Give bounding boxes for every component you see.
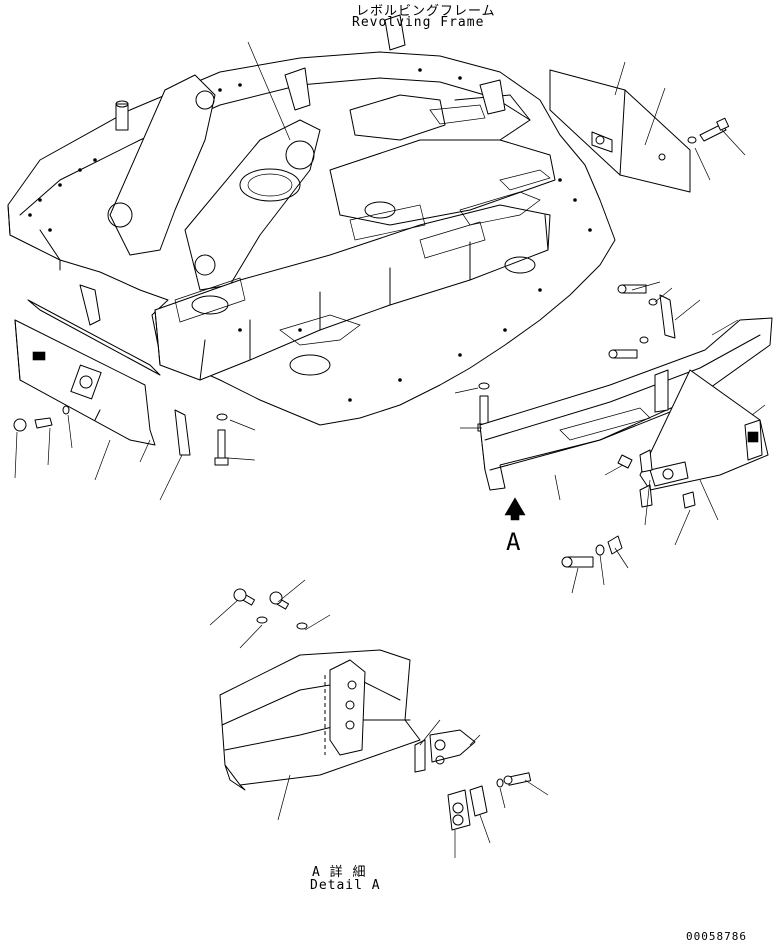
detail-title-jp: A 詳 細 [312,865,367,880]
side-cover-plate [549,69,730,193]
detail-a-assembly [219,588,532,831]
drawing-number: 00058786 [686,930,747,943]
title-en: Revolving Frame [352,15,485,30]
left-cover-assembly [13,284,191,456]
view-arrow [504,497,526,521]
view-marker-a: A [506,528,521,556]
counterweight [479,284,773,568]
revolving-frame [7,14,616,426]
detail-title-en: Detail A [310,878,381,893]
frame-rivets [28,68,592,402]
leader-lines [14,41,766,858]
title-jp: レボルビングフレーム [356,4,496,19]
